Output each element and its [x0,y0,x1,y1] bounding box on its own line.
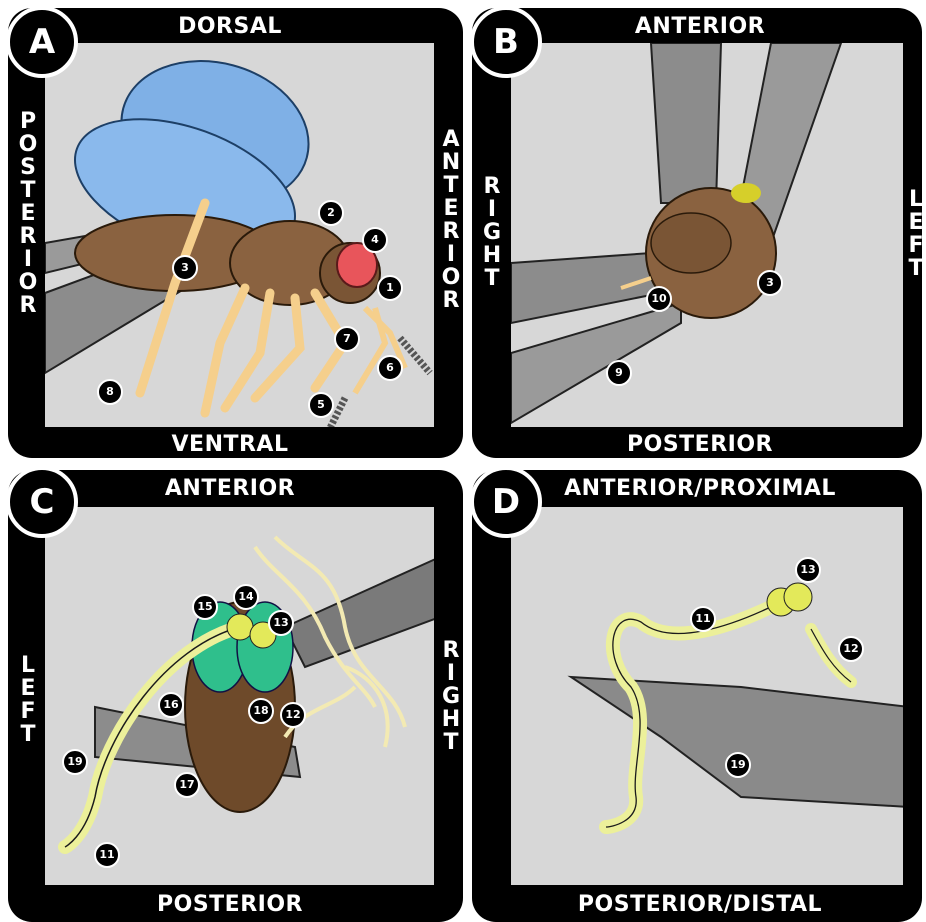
callout-c-16: 16 [158,692,184,718]
panel-a-top-label: DORSAL [80,14,380,39]
panel-b-left-label: R I G H T [478,175,506,290]
callout-a-1: 1 [377,275,403,301]
callout-a-3: 3 [172,255,198,281]
callout-d-13: 13 [795,557,821,583]
callout-a-2: 2 [318,200,344,226]
panel-d-bottom-label: POSTERIOR/DISTAL [530,892,870,917]
panel-b-illustration [508,40,906,430]
callout-b-10: 10 [646,286,672,312]
panel-a: DORSAL VENTRAL P O S T E R I O R A N T E… [0,0,465,458]
panel-c-right-label: R I G H T [437,639,465,754]
callout-a-8: 8 [97,379,123,405]
callout-d-11: 11 [690,606,716,632]
callout-c-13: 13 [268,610,294,636]
panel-a-bottom-label: VENTRAL [80,432,380,457]
callout-c-12: 12 [280,702,306,728]
callout-c-15: 15 [192,594,218,620]
panel-b-top-label: ANTERIOR [550,14,850,39]
callout-c-17: 17 [174,772,200,798]
panel-a-left-label: P O S T E R I O R [14,110,42,317]
panel-b-bottom-label: POSTERIOR [550,432,850,457]
panel-b: ANTERIOR POSTERIOR R I G H T L E F T B 3… [470,0,926,458]
callout-c-14: 14 [233,584,259,610]
callout-c-19: 19 [62,749,88,775]
callout-d-12: 12 [838,636,864,662]
panel-d-illustration [508,504,906,888]
panel-c-top-label: ANTERIOR [80,476,380,501]
panel-c-letter-badge: C [6,466,78,538]
callout-a-5: 5 [308,392,334,418]
callout-c-11: 11 [94,842,120,868]
panel-d-top-label: ANTERIOR/PROXIMAL [530,476,870,501]
callout-a-6: 6 [377,355,403,381]
panel-d: ANTERIOR/PROXIMAL POSTERIOR/DISTAL D 11 … [470,464,926,922]
callout-c-18: 18 [248,698,274,724]
panel-c-left-label: L E F T [14,654,42,746]
panel-c-illustration [42,504,437,888]
panel-a-letter-badge: A [6,6,78,78]
panel-a-right-label: A N T E R I O R [437,128,465,312]
panel-b-right-label: L E F T [906,188,926,280]
callout-d-19: 19 [725,752,751,778]
callout-b-9: 9 [606,360,632,386]
panel-d-letter-badge: D [470,466,542,538]
callout-a-7: 7 [334,326,360,352]
panel-b-letter-badge: B [470,6,542,78]
panel-c-bottom-label: POSTERIOR [80,892,380,917]
callout-a-4: 4 [362,227,388,253]
callout-b-3: 3 [757,270,783,296]
panel-c: ANTERIOR POSTERIOR L E F T R I G H T C 1… [0,464,465,922]
